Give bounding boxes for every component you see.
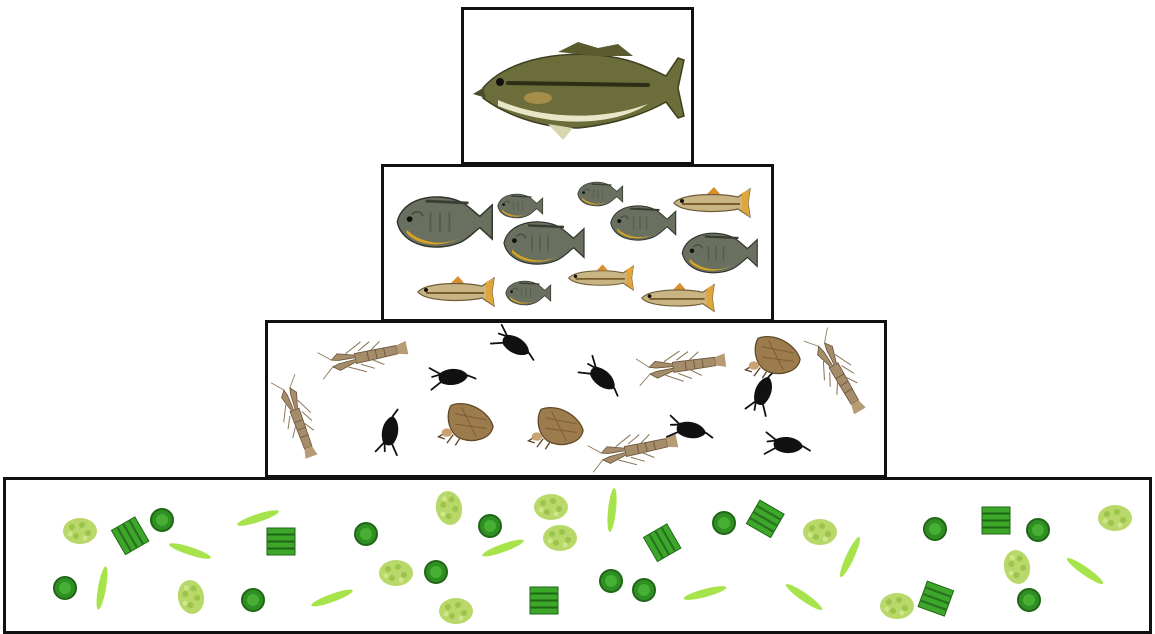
- algae-colony-illustration: [543, 525, 577, 551]
- algae-colony-illustration: [1001, 548, 1033, 586]
- crayfish-illustration: [636, 345, 728, 388]
- minnow-illustration: [569, 264, 634, 290]
- sunfish-illustration: [506, 281, 551, 305]
- chain-alga-illustration: [643, 524, 680, 562]
- round-alga-illustration: [242, 589, 264, 611]
- algae-colony-illustration: [880, 593, 914, 619]
- algae-colony-illustration: [63, 518, 97, 544]
- round-alga-illustration: [633, 579, 655, 601]
- needle-alga-illustration: [784, 581, 825, 613]
- needle-alga-illustration: [236, 507, 280, 528]
- water-flea-illustration: [491, 325, 541, 366]
- crayfish-illustration: [802, 327, 873, 419]
- round-alga-illustration: [1027, 519, 1049, 541]
- sunfish-illustration: [611, 206, 676, 240]
- needle-alga-illustration: [310, 587, 354, 610]
- chain-alga-illustration: [530, 587, 558, 614]
- sunfish-illustration: [682, 233, 757, 273]
- needle-alga-illustration: [168, 540, 212, 561]
- small-fish-group: [397, 182, 757, 311]
- insect-larva-illustration: [746, 337, 801, 379]
- chain-alga-illustration: [111, 517, 148, 555]
- algae-colony-illustration: [175, 578, 207, 616]
- chain-alga-illustration: [918, 581, 954, 616]
- algae-colony-illustration: [1098, 505, 1132, 531]
- largemouth-bass-illustration: [473, 42, 684, 140]
- minnow-illustration: [674, 187, 750, 217]
- round-alga-illustration: [425, 561, 447, 583]
- needle-alga-illustration: [94, 566, 110, 611]
- round-alga-illustration: [151, 509, 173, 531]
- insect-larva-illustration: [439, 404, 494, 446]
- round-alga-illustration: [600, 570, 622, 592]
- sunfish-illustration: [498, 194, 543, 218]
- algae-colony-illustration: [803, 519, 837, 545]
- round-alga-illustration: [355, 523, 377, 545]
- round-alga-illustration: [713, 512, 735, 534]
- water-flea-illustration: [376, 407, 405, 455]
- crayfish-illustration: [270, 373, 326, 461]
- needle-alga-illustration: [837, 535, 863, 578]
- round-alga-illustration: [479, 515, 501, 537]
- needle-alga-illustration: [606, 488, 619, 533]
- needle-alga-illustration: [481, 537, 525, 560]
- chain-alga-illustration: [982, 507, 1010, 534]
- invertebrates-group: [270, 325, 874, 474]
- water-flea-illustration: [765, 432, 812, 457]
- algae-group: [54, 488, 1132, 624]
- water-flea-illustration: [579, 356, 627, 401]
- sunfish-illustration: [578, 182, 623, 206]
- chain-alga-illustration: [746, 500, 784, 537]
- round-alga-illustration: [924, 518, 946, 540]
- round-alga-illustration: [1018, 589, 1040, 611]
- water-flea-illustration: [430, 364, 477, 389]
- insect-larva-illustration: [529, 408, 584, 450]
- crayfish-illustration: [317, 333, 410, 381]
- sunfish-illustration: [504, 222, 584, 264]
- minnow-illustration: [642, 283, 714, 312]
- crayfish-illustration: [587, 426, 680, 474]
- algae-colony-illustration: [433, 489, 465, 527]
- round-alga-illustration: [54, 577, 76, 599]
- needle-alga-illustration: [683, 583, 728, 602]
- sunfish-illustration: [397, 197, 492, 247]
- algae-colony-illustration: [439, 598, 473, 624]
- minnow-illustration: [418, 276, 494, 306]
- needle-alga-illustration: [1065, 555, 1106, 587]
- chain-alga-illustration: [267, 528, 295, 555]
- algae-colony-illustration: [534, 494, 568, 520]
- algae-colony-illustration: [379, 560, 413, 586]
